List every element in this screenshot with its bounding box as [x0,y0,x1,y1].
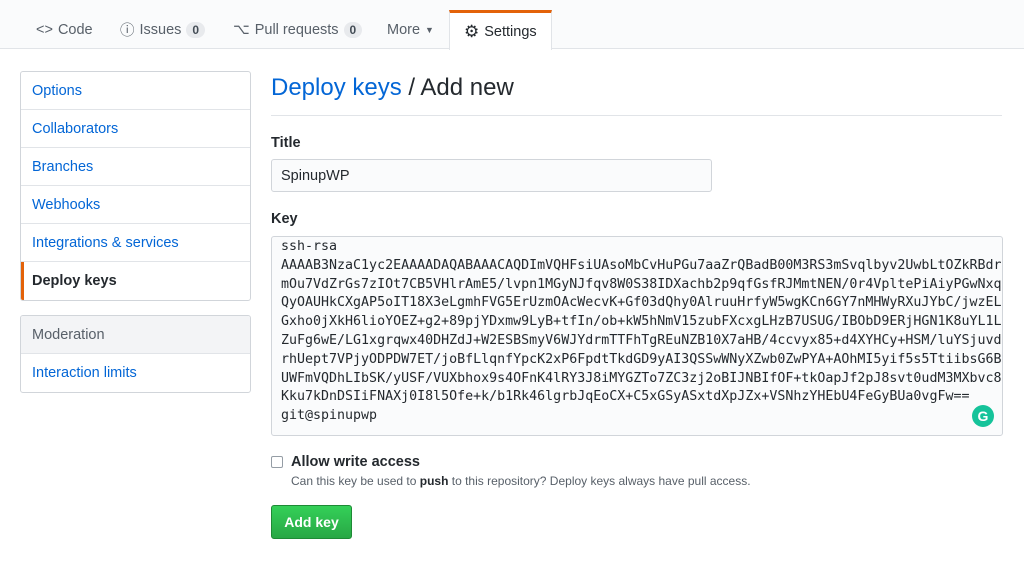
issues-count: 0 [186,21,206,38]
sidebar-item-collaborators[interactable]: Collaborators [21,110,250,148]
key-label: Key [271,211,298,227]
title-label: Title [271,135,301,151]
issue-icon: ⓘ [120,23,135,39]
grammarly-icon[interactable]: G [972,405,994,427]
sidebar-item-options[interactable]: Options [21,72,250,110]
allow-write-checkbox[interactable] [271,456,283,468]
caret-down-icon: ▼ [425,24,434,35]
tab-more[interactable]: More▼ [387,21,434,38]
sidebar-item-branches[interactable]: Branches [21,148,250,186]
moderation-header: Moderation [21,316,250,354]
deploy-keys-link[interactable]: Deploy keys [271,74,402,101]
gear-icon: ⚙ [464,21,480,41]
tab-settings[interactable]: ⚙Settings [449,10,552,50]
settings-sidebar: Options Collaborators Branches Webhooks … [20,71,251,301]
add-key-button[interactable]: Add key [271,505,352,539]
sidebar-item-interaction-limits[interactable]: Interaction limits [32,365,137,381]
tab-code[interactable]: <>Code [36,21,93,38]
sidebar-item-deploy-keys[interactable]: Deploy keys [21,262,250,300]
pr-count: 0 [343,21,363,38]
moderation-sidebar: Moderation Interaction limits [20,315,251,393]
allow-write-note: Can this key be used to push to this rep… [291,474,751,488]
code-icon: <> [36,21,53,38]
sidebar-item-webhooks[interactable]: Webhooks [21,186,250,224]
pull-request-icon: ⌥ [233,21,250,38]
sidebar-item-integrations[interactable]: Integrations & services [21,224,250,262]
key-textarea[interactable]: ssh-rsa AAAAB3NzaC1yc2EAAAADAQABAAACAQDI… [271,236,1003,436]
page-title: Deploy keys / Add new [271,74,1002,116]
allow-write-label[interactable]: Allow write access [291,454,420,470]
title-input[interactable] [271,159,712,192]
